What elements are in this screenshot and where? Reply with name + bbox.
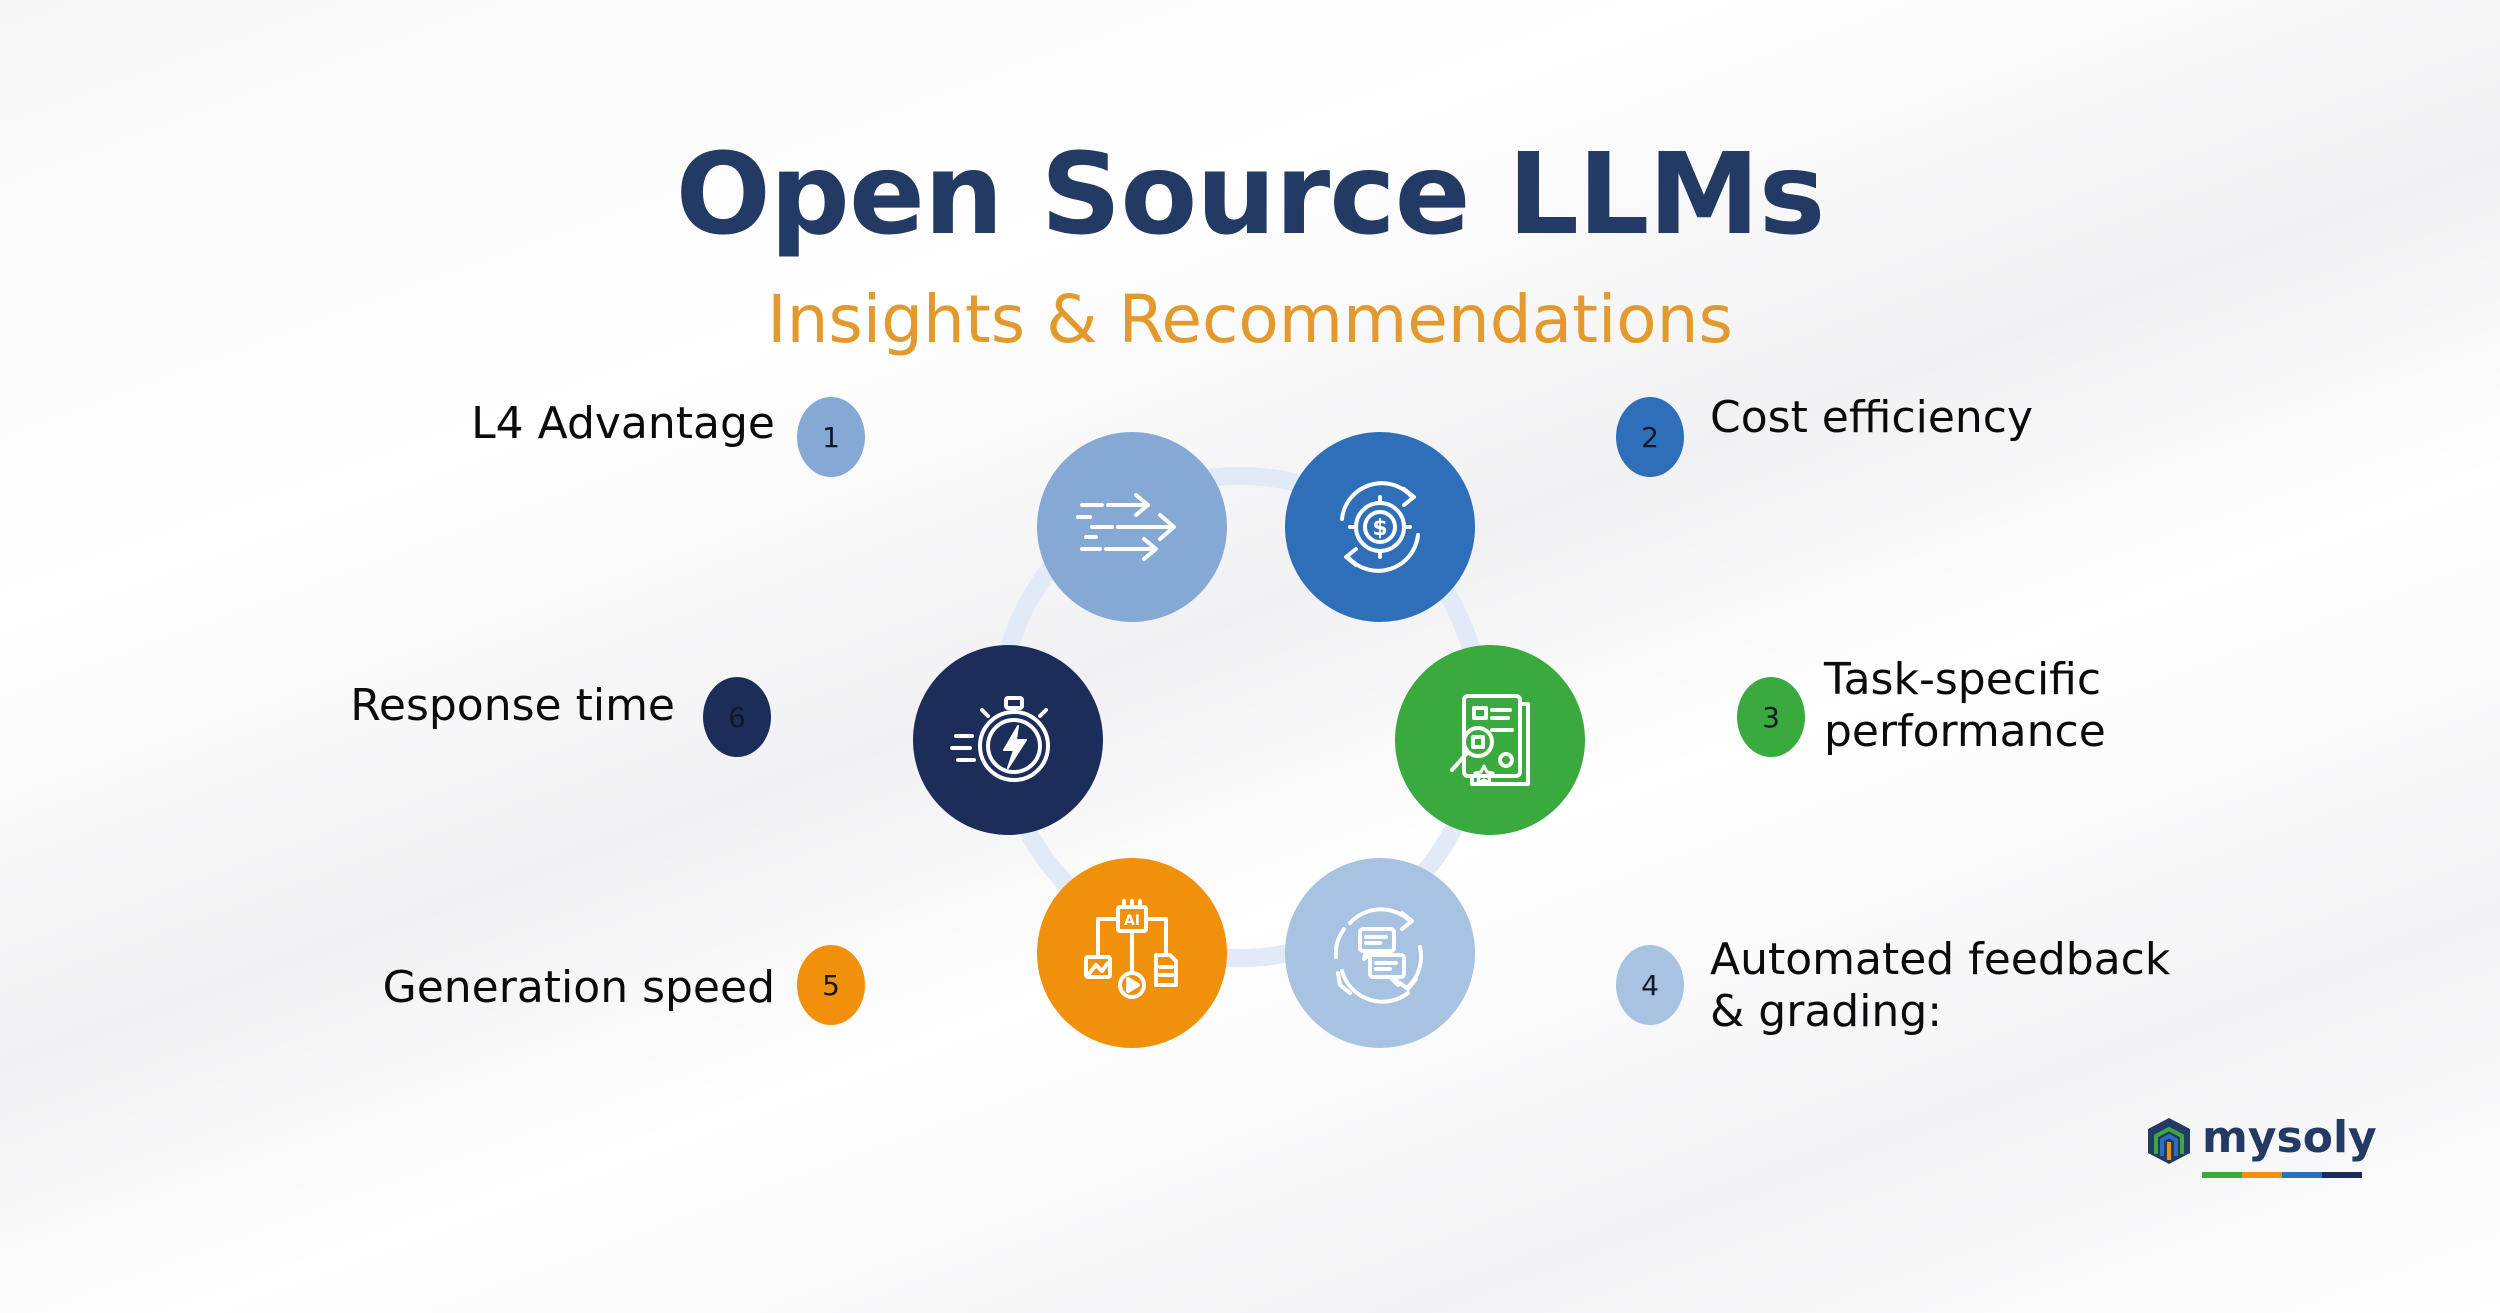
step-5-badge: 5 bbox=[797, 945, 865, 1025]
step-3-label-line1: Task-specific bbox=[1824, 654, 2102, 705]
node-3-circle bbox=[1395, 645, 1585, 835]
step-6-label: Response time bbox=[350, 680, 675, 731]
step-4-label-line1: Automated feedback bbox=[1710, 934, 2171, 985]
mysoly-logo: mysoly bbox=[2140, 1108, 2377, 1178]
step-2-label: Cost efficiency bbox=[1710, 392, 2034, 443]
chat-cycle-icon bbox=[1333, 907, 1424, 1004]
step-1-badge: 1 bbox=[797, 397, 865, 477]
step-4-label-line2: & grading: bbox=[1710, 986, 1943, 1037]
logo-underline bbox=[2202, 1172, 2362, 1178]
stopwatch-icon bbox=[950, 696, 1050, 782]
forward-arrows-icon bbox=[1076, 493, 1176, 561]
step-1-label: L4 Advantage bbox=[471, 398, 775, 449]
step-5-label: Generation speed bbox=[382, 962, 775, 1013]
step-3-label-line2: performance bbox=[1824, 706, 2106, 757]
dollar-gear-icon: $ bbox=[1340, 481, 1420, 573]
step-4-badge: 4 bbox=[1616, 945, 1684, 1025]
step-4-label: Automated feedback & grading: bbox=[1710, 934, 2170, 1038]
step-2-badge: 2 bbox=[1616, 397, 1684, 477]
document-search-icon bbox=[1450, 694, 1530, 786]
svg-text:AI: AI bbox=[1124, 913, 1140, 929]
ai-chip-flow-icon: AI bbox=[1084, 899, 1178, 999]
page-title: Open Source LLMs bbox=[675, 130, 1826, 260]
step-3-label: Task-specific performance bbox=[1824, 654, 2106, 758]
logo-text: mysoly bbox=[2202, 1112, 2377, 1163]
node-4-circle bbox=[1285, 858, 1475, 1048]
svg-text:$: $ bbox=[1372, 516, 1387, 541]
node-2-circle: $ bbox=[1285, 432, 1475, 622]
node-5-circle: AI bbox=[1037, 858, 1227, 1048]
step-3-badge: 3 bbox=[1737, 677, 1805, 757]
page-subtitle: Insights & Recommendations bbox=[767, 281, 1733, 358]
node-1-circle bbox=[1037, 432, 1227, 622]
node-6-circle bbox=[913, 645, 1103, 835]
logo-mark-icon bbox=[2148, 1118, 2190, 1164]
step-6-badge: 6 bbox=[703, 677, 771, 757]
